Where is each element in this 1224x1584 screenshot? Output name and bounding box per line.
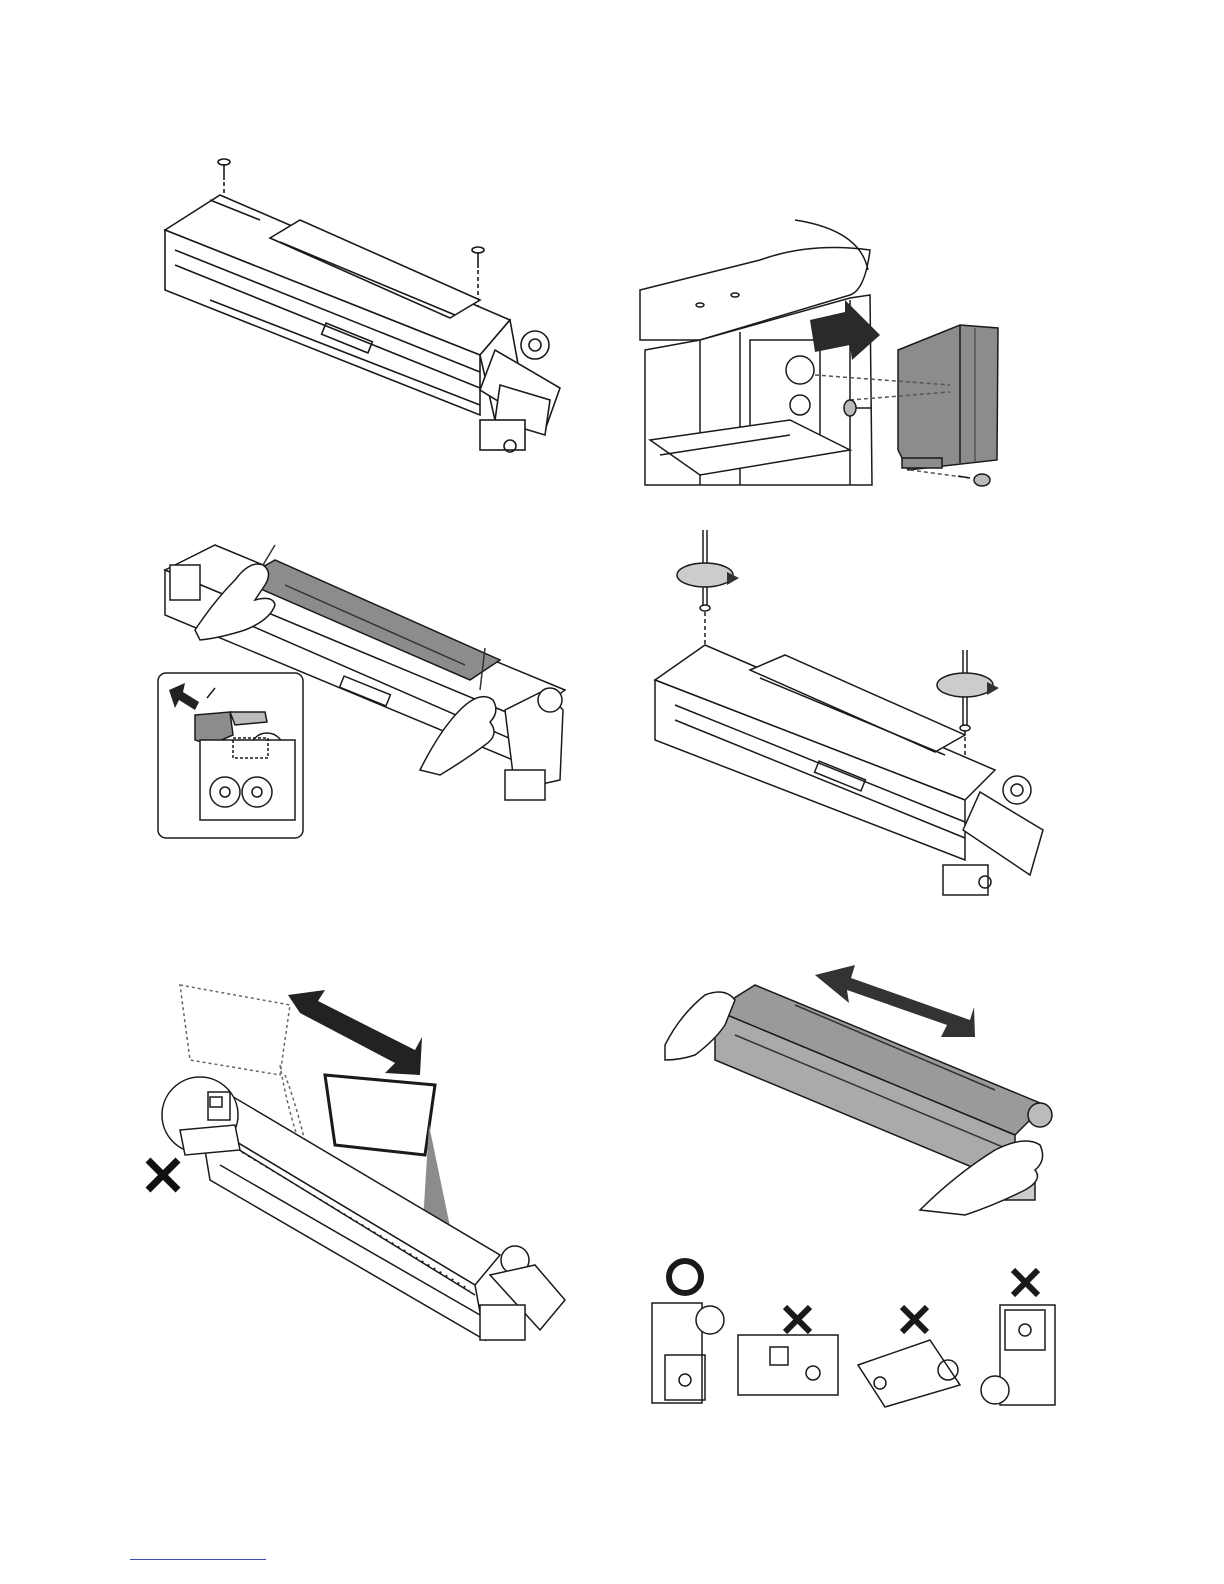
cross-mark-icon <box>1013 1270 1038 1295</box>
figure-orientation <box>630 1255 1070 1415</box>
screwdriver-icon <box>960 650 970 760</box>
cross-mark-icon <box>902 1307 927 1332</box>
figure-screwdriver <box>645 530 1065 910</box>
figure-hand-remove <box>155 540 575 840</box>
rotate-icon <box>677 563 739 587</box>
unit-body <box>165 195 560 452</box>
figure-shake-unit <box>665 965 1055 1215</box>
cross-mark-icon <box>785 1307 810 1332</box>
circle-ok-icon <box>669 1261 701 1293</box>
rotate-icon <box>937 673 999 697</box>
machine-frame <box>640 220 872 485</box>
unit-end-sideways <box>738 1335 838 1395</box>
cross-mark-icon <box>148 1160 178 1190</box>
zoom-circle <box>162 1077 240 1155</box>
inset-detail <box>158 673 303 838</box>
unit-end-upright <box>652 1303 724 1403</box>
figure-machine-cover <box>640 220 1020 495</box>
unit-end-tilted <box>858 1340 960 1407</box>
screw-icon <box>910 470 990 486</box>
footer-rule <box>130 1559 266 1560</box>
screwdriver-icon <box>700 530 710 650</box>
double-arrow-icon <box>288 990 422 1075</box>
unit-end-inverted <box>981 1305 1055 1405</box>
figure-unit-screws <box>150 150 570 460</box>
figure-sheet-insert <box>140 985 580 1365</box>
